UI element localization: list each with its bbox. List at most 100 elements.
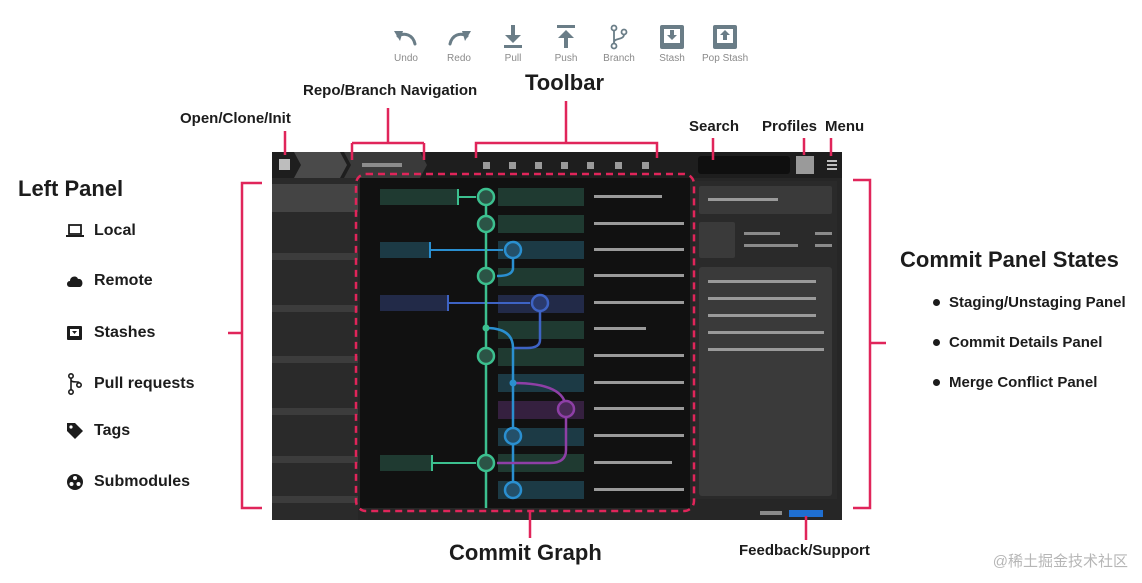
left-panel-item-remote: Remote bbox=[66, 269, 153, 293]
menu-icon[interactable] bbox=[827, 160, 837, 170]
push-label: Push bbox=[554, 53, 578, 64]
commit-node[interactable] bbox=[503, 240, 523, 260]
pop-stash-icon bbox=[713, 25, 737, 49]
redo-button[interactable]: Redo bbox=[436, 24, 482, 64]
toolbar-square[interactable] bbox=[483, 162, 490, 169]
commit-panel-state-label: Staging/Unstaging Panel bbox=[949, 294, 1126, 311]
left-panel-item-pull-requests: Pull requests bbox=[66, 372, 194, 396]
branch-labels bbox=[380, 189, 530, 471]
commit-dot[interactable] bbox=[482, 324, 490, 332]
toolbar-square[interactable] bbox=[561, 162, 568, 169]
submodule-icon bbox=[67, 474, 83, 490]
left-panel bbox=[272, 178, 358, 520]
commit-node[interactable] bbox=[503, 426, 523, 446]
toolbar-square[interactable] bbox=[509, 162, 516, 169]
branch-icon bbox=[610, 24, 628, 50]
open-clone-init-button[interactable] bbox=[279, 159, 290, 170]
feedback-support-callout: Feedback/Support bbox=[739, 542, 870, 559]
search-callout: Search bbox=[689, 118, 740, 135]
commit-panel-state-label: Merge Conflict Panel bbox=[949, 374, 1098, 391]
undo-label: Undo bbox=[394, 53, 418, 64]
commit-node[interactable] bbox=[476, 266, 496, 286]
bullet bbox=[933, 338, 940, 346]
left-panel-item-local: Local bbox=[66, 219, 136, 243]
pop-stash-button[interactable]: Pop Stash bbox=[702, 24, 748, 64]
commit-panel-header-text bbox=[708, 198, 778, 201]
feedback-support-button[interactable] bbox=[789, 510, 823, 517]
commit-node[interactable] bbox=[476, 214, 496, 234]
profile-avatar[interactable] bbox=[796, 156, 814, 174]
branch-label: Branch bbox=[603, 53, 635, 64]
toolbar-square[interactable] bbox=[615, 162, 622, 169]
commit-node[interactable] bbox=[503, 480, 523, 500]
left-panel-item-submodules: Submodules bbox=[66, 470, 190, 494]
undo-button[interactable]: Undo bbox=[383, 24, 429, 64]
left-panel-item-label: Tags bbox=[94, 422, 131, 439]
profiles-callout: Profiles bbox=[762, 118, 818, 135]
search-box[interactable] bbox=[698, 156, 790, 174]
left-panel-item-stashes: Stashes bbox=[66, 321, 155, 345]
toolbar-square[interactable] bbox=[587, 162, 594, 169]
commit-node[interactable] bbox=[476, 346, 496, 366]
redo-icon bbox=[448, 31, 471, 46]
callout-connectors bbox=[228, 101, 886, 540]
push-button[interactable]: Push bbox=[543, 24, 589, 64]
redo-label: Redo bbox=[447, 53, 471, 64]
repo-branch-navigation-callout: Repo/Branch Navigation bbox=[303, 82, 478, 99]
commit-panel-meta bbox=[744, 232, 780, 235]
commit-panel-state-details: Commit Details Panel bbox=[933, 334, 1102, 351]
commit-panel-body bbox=[699, 267, 832, 496]
cloud-icon bbox=[67, 276, 83, 287]
branch-button[interactable]: Branch bbox=[596, 24, 642, 64]
left-panel-bracket bbox=[240, 181, 262, 510]
left-panel-header[interactable] bbox=[272, 184, 358, 212]
stash-icon bbox=[660, 25, 684, 49]
left-panel-item-label: Submodules bbox=[94, 473, 191, 490]
watermark: @稀土掘金技术社区 bbox=[992, 553, 1128, 570]
pop-stash-label: Pop Stash bbox=[702, 53, 749, 64]
commit-node[interactable] bbox=[476, 453, 496, 473]
repo-nav-tab[interactable] bbox=[294, 152, 347, 178]
branch-nav-text bbox=[362, 163, 402, 167]
left-panel-item-label: Remote bbox=[94, 272, 153, 289]
toolbar-bracket bbox=[474, 141, 659, 158]
commit-panel-avatar bbox=[699, 222, 735, 258]
left-panel-dividers bbox=[272, 253, 358, 503]
commit-nodes bbox=[476, 187, 576, 500]
toolbar-callout: Toolbar bbox=[525, 70, 605, 95]
commit-panel-meta bbox=[815, 244, 832, 247]
commit-panel-state-label: Commit Details Panel bbox=[949, 334, 1103, 351]
tag-icon bbox=[67, 423, 83, 439]
commit-graph-callout: Commit Graph bbox=[449, 540, 602, 565]
toolbar-square[interactable] bbox=[642, 162, 649, 169]
left-panel-item-label: Stashes bbox=[94, 324, 156, 341]
left-panel-item-label: Pull requests bbox=[94, 375, 195, 392]
pull-icon bbox=[504, 25, 522, 48]
left-panel-callout: Left Panel bbox=[18, 176, 124, 201]
stash-icon bbox=[67, 326, 82, 340]
commit-panel-meta bbox=[744, 244, 798, 247]
pull-label: Pull bbox=[504, 53, 522, 64]
commit-node[interactable] bbox=[556, 399, 576, 419]
commit-panel-meta bbox=[815, 232, 832, 235]
toolbar-squares bbox=[483, 162, 649, 169]
bullet bbox=[933, 378, 940, 386]
pull-button[interactable]: Pull bbox=[490, 24, 536, 64]
commit-graph-highlight bbox=[354, 172, 696, 513]
commit-dot[interactable] bbox=[509, 379, 517, 387]
stash-button[interactable]: Stash bbox=[649, 24, 695, 64]
laptop-icon bbox=[66, 224, 84, 237]
commit-node[interactable] bbox=[476, 187, 496, 207]
commit-messages bbox=[594, 195, 684, 491]
menu-callout: Menu bbox=[825, 118, 865, 135]
bullet bbox=[933, 298, 940, 306]
commit-panel-body-lines bbox=[708, 280, 824, 351]
commit-node[interactable] bbox=[530, 293, 550, 313]
commit-panel-bracket bbox=[853, 178, 872, 510]
toolbar-square[interactable] bbox=[535, 162, 542, 169]
stash-label: Stash bbox=[659, 53, 685, 64]
pull-request-icon bbox=[67, 373, 83, 395]
commit-panel-state-merge-conflict: Merge Conflict Panel bbox=[933, 374, 1097, 391]
